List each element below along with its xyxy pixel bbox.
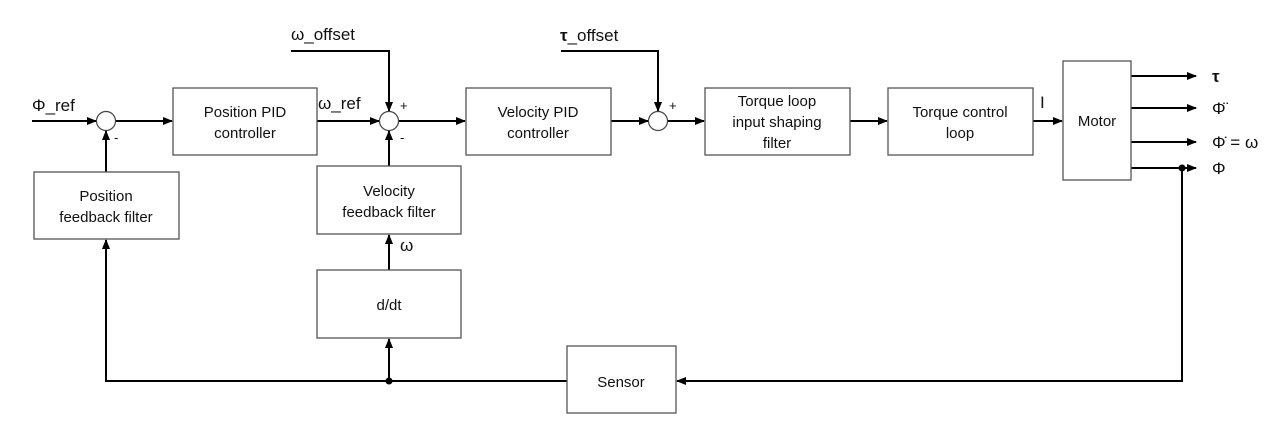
block-label: filter [763, 135, 791, 152]
omega-offset-arrow [291, 50, 393, 112]
current-label: I [1040, 93, 1045, 112]
block-label: Velocity PID [498, 104, 579, 121]
block-label: Position PID [204, 104, 287, 121]
omega-ref-label: ω_ref [318, 94, 361, 113]
phi-ddot-output-label: Φ̈ [1212, 99, 1229, 118]
sum1-minus-sign: - [114, 130, 118, 145]
block-position-feedback-filter: Position feedback filter [33, 171, 180, 240]
block-label: controller [214, 125, 276, 142]
block-label: Torque control [912, 104, 1007, 121]
block-label: feedback filter [342, 204, 435, 221]
block-label: feedback filter [59, 209, 152, 226]
omega-feedback-label: ω [400, 236, 413, 255]
omega-offset-label: ω_offset [291, 25, 355, 44]
block-label: Torque loop [738, 93, 816, 110]
block-torque-input-filter: Torque loop input shaping filter [704, 87, 851, 156]
block-motor: Motor [1062, 60, 1132, 181]
block-label: Position [79, 188, 132, 205]
block-label: Sensor [597, 374, 645, 391]
phi-to-sensor-arrow [676, 168, 1183, 385]
sum-junction-velocity [378, 110, 400, 132]
tau-output-label: τ [1212, 67, 1220, 86]
block-label: Velocity [363, 183, 415, 200]
tau-offset-label: τ_offset [560, 26, 619, 45]
connectors [32, 50, 1197, 385]
block-label: controller [507, 125, 569, 142]
phi-output-label: Φ [1212, 159, 1226, 178]
sum2-plus-sign: + [400, 98, 408, 113]
block-velocity-pid: Velocity PID controller [465, 87, 612, 156]
sensor-junction-dot [385, 377, 393, 385]
sum-junction-position [95, 110, 117, 132]
block-sensor: Sensor [566, 345, 677, 414]
block-derivative: d/dt [316, 269, 462, 339]
sum3-plus-sign: + [669, 98, 677, 113]
sum-junction-torque [647, 110, 669, 132]
sensor-to-pos-filter-arrow [102, 239, 567, 382]
block-label: loop [946, 125, 974, 142]
block-position-pid: Position PID controller [172, 87, 318, 156]
phi-ref-label: Φ_ref [32, 96, 75, 115]
tau-offset-arrow [561, 50, 662, 112]
sum2-minus-sign: - [400, 130, 404, 145]
block-velocity-feedback-filter: Velocity feedback filter [316, 165, 462, 235]
block-label: Motor [1078, 113, 1116, 130]
block-label: d/dt [376, 297, 402, 314]
block-label: input shaping [732, 114, 821, 131]
block-torque-control-loop: Torque control loop [887, 87, 1034, 156]
phi-dot-output-label: Φ̇ = ω [1212, 133, 1258, 152]
